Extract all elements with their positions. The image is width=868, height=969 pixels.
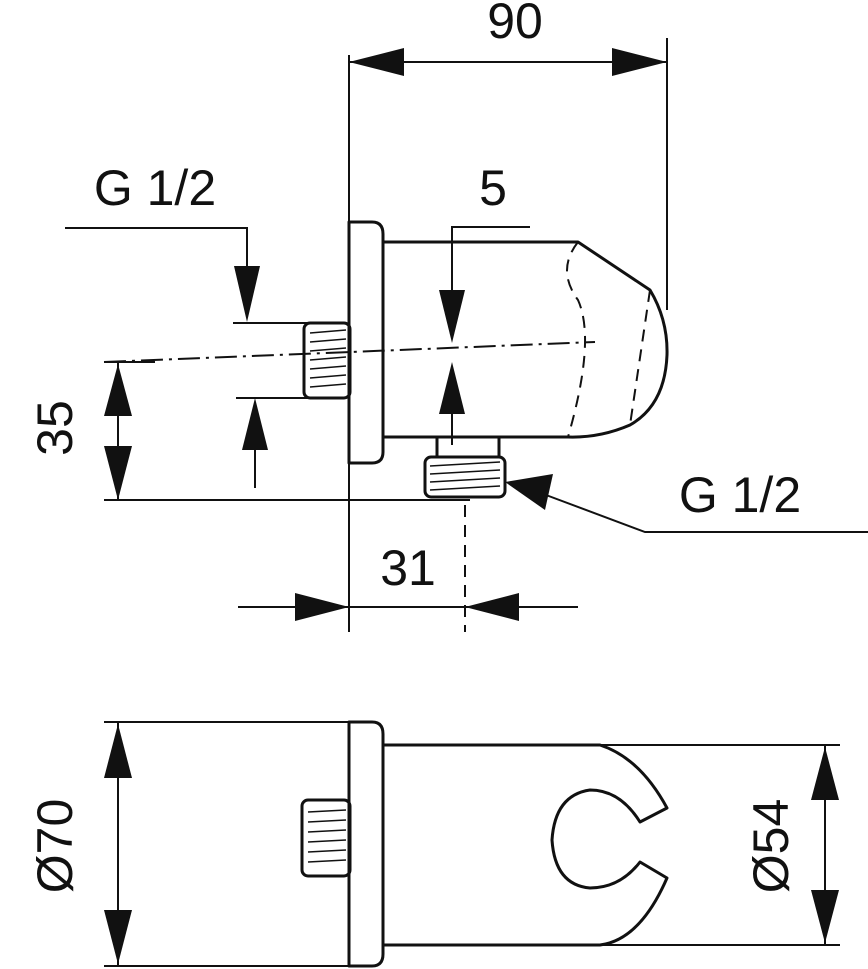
offset-leader (451, 226, 530, 300)
outlet-arrow-icon (505, 474, 553, 510)
dim-35-arrow-up-icon (104, 364, 132, 416)
dim-54-arrow-up-icon (811, 747, 839, 800)
dim-35-label: 35 (27, 400, 83, 456)
dim-5-label: 5 (479, 160, 507, 216)
flange (347, 220, 385, 465)
dim-31-label: 31 (380, 540, 436, 596)
dim-54-label: Ø54 (743, 799, 799, 894)
inlet-lower-arrow-icon (242, 398, 268, 450)
arrow-left-icon (349, 48, 404, 76)
dim-31-arrow-right-icon (465, 593, 519, 621)
offset-arrow-up-icon (439, 362, 465, 414)
arrow-right-icon (612, 48, 667, 76)
inlet-thread-lines (309, 329, 347, 388)
side-view: 90 G 1/2 5 35 (27, 0, 868, 632)
dim-90-label: 90 (487, 0, 543, 49)
body-hidden-edge-2 (629, 289, 651, 426)
dim-35-arrow-down-icon (104, 446, 132, 500)
outlet-leader (545, 494, 868, 533)
dim-31-arrow-left-icon (295, 593, 349, 621)
body-hidden-edge (566, 241, 587, 438)
inlet-thread-label: G 1/2 (94, 160, 216, 216)
outlet-nipple (423, 455, 507, 499)
inlet-arrow-icon (234, 266, 260, 322)
body (381, 240, 669, 439)
center-line (103, 341, 596, 363)
dim-70-arrow-up-icon (104, 724, 132, 778)
dim-70-arrow-down-icon (104, 910, 132, 964)
front-flange (347, 720, 385, 968)
front-body (381, 743, 669, 947)
front-view: Ø70 Ø54 (27, 720, 840, 968)
outlet-thread-label: G 1/2 (679, 467, 801, 523)
outlet-thread-lines (429, 461, 501, 491)
inlet-leader (65, 227, 248, 300)
front-thread-lines (307, 809, 347, 863)
offset-arrow-down-icon (439, 290, 465, 343)
dim-54-arrow-down-icon (811, 890, 839, 943)
outlet-collar (435, 435, 501, 459)
dim-70-label: Ø70 (27, 799, 83, 894)
